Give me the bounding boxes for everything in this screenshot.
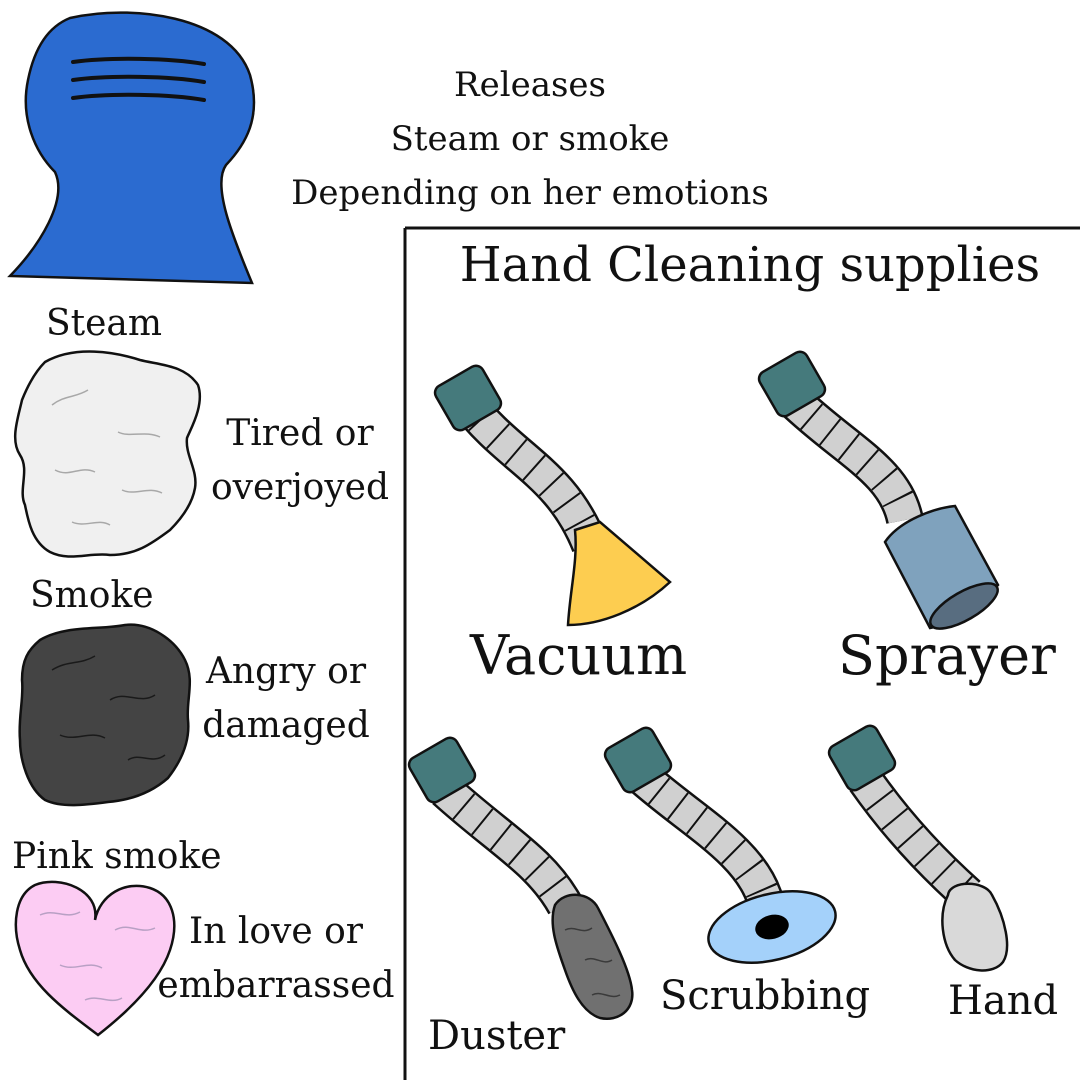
smoke-cloud-icon [18,623,192,807]
steam-description-line-2: overjoyed [210,467,390,508]
releases-line-3: Depending on her emotions [291,173,769,213]
sprayer-tool-icon [754,347,1000,630]
hand-label: Hand [948,978,1059,1024]
smoke-description-line-1: Angry or [205,651,367,692]
duster-label: Duster [428,1013,566,1059]
steam-title: Steam [46,303,163,344]
sprayer-label: Sprayer [838,624,1056,687]
head-vent-lines-icon [71,56,206,102]
duster-tool-icon [404,733,634,1021]
smoke-description-line-2: damaged [202,705,370,746]
hand-tool-icon [824,721,1009,972]
scrubbing-tool-icon [600,723,837,964]
pink-smoke-description-line-1: In love or [188,911,363,952]
releases-caption: Releases Steam or smoke Depending on her… [250,58,810,220]
pink-smoke-description-line-2: embarrassed [157,965,395,1006]
steam-cloud-icon [13,350,201,558]
pink-smoke-title: Pink smoke [12,836,222,877]
vacuum-label: Vacuum [470,624,688,687]
smoke-description: Angry or damaged [186,645,386,753]
pink-heart-icon [14,880,176,1037]
supplies-title: Hand Cleaning supplies [459,237,1041,293]
steam-description: Tired or overjoyed [200,407,400,515]
pink-smoke-description: In love or embarrassed [156,905,396,1013]
smoke-title: Smoke [30,575,154,616]
releases-line-2: Steam or smoke [390,119,670,159]
vacuum-tool-icon [430,361,672,627]
blue-head-icon [7,11,256,285]
steam-description-line-1: Tired or [226,413,374,454]
scrubbing-label: Scrubbing [660,973,871,1019]
releases-line-1: Releases [453,65,606,105]
